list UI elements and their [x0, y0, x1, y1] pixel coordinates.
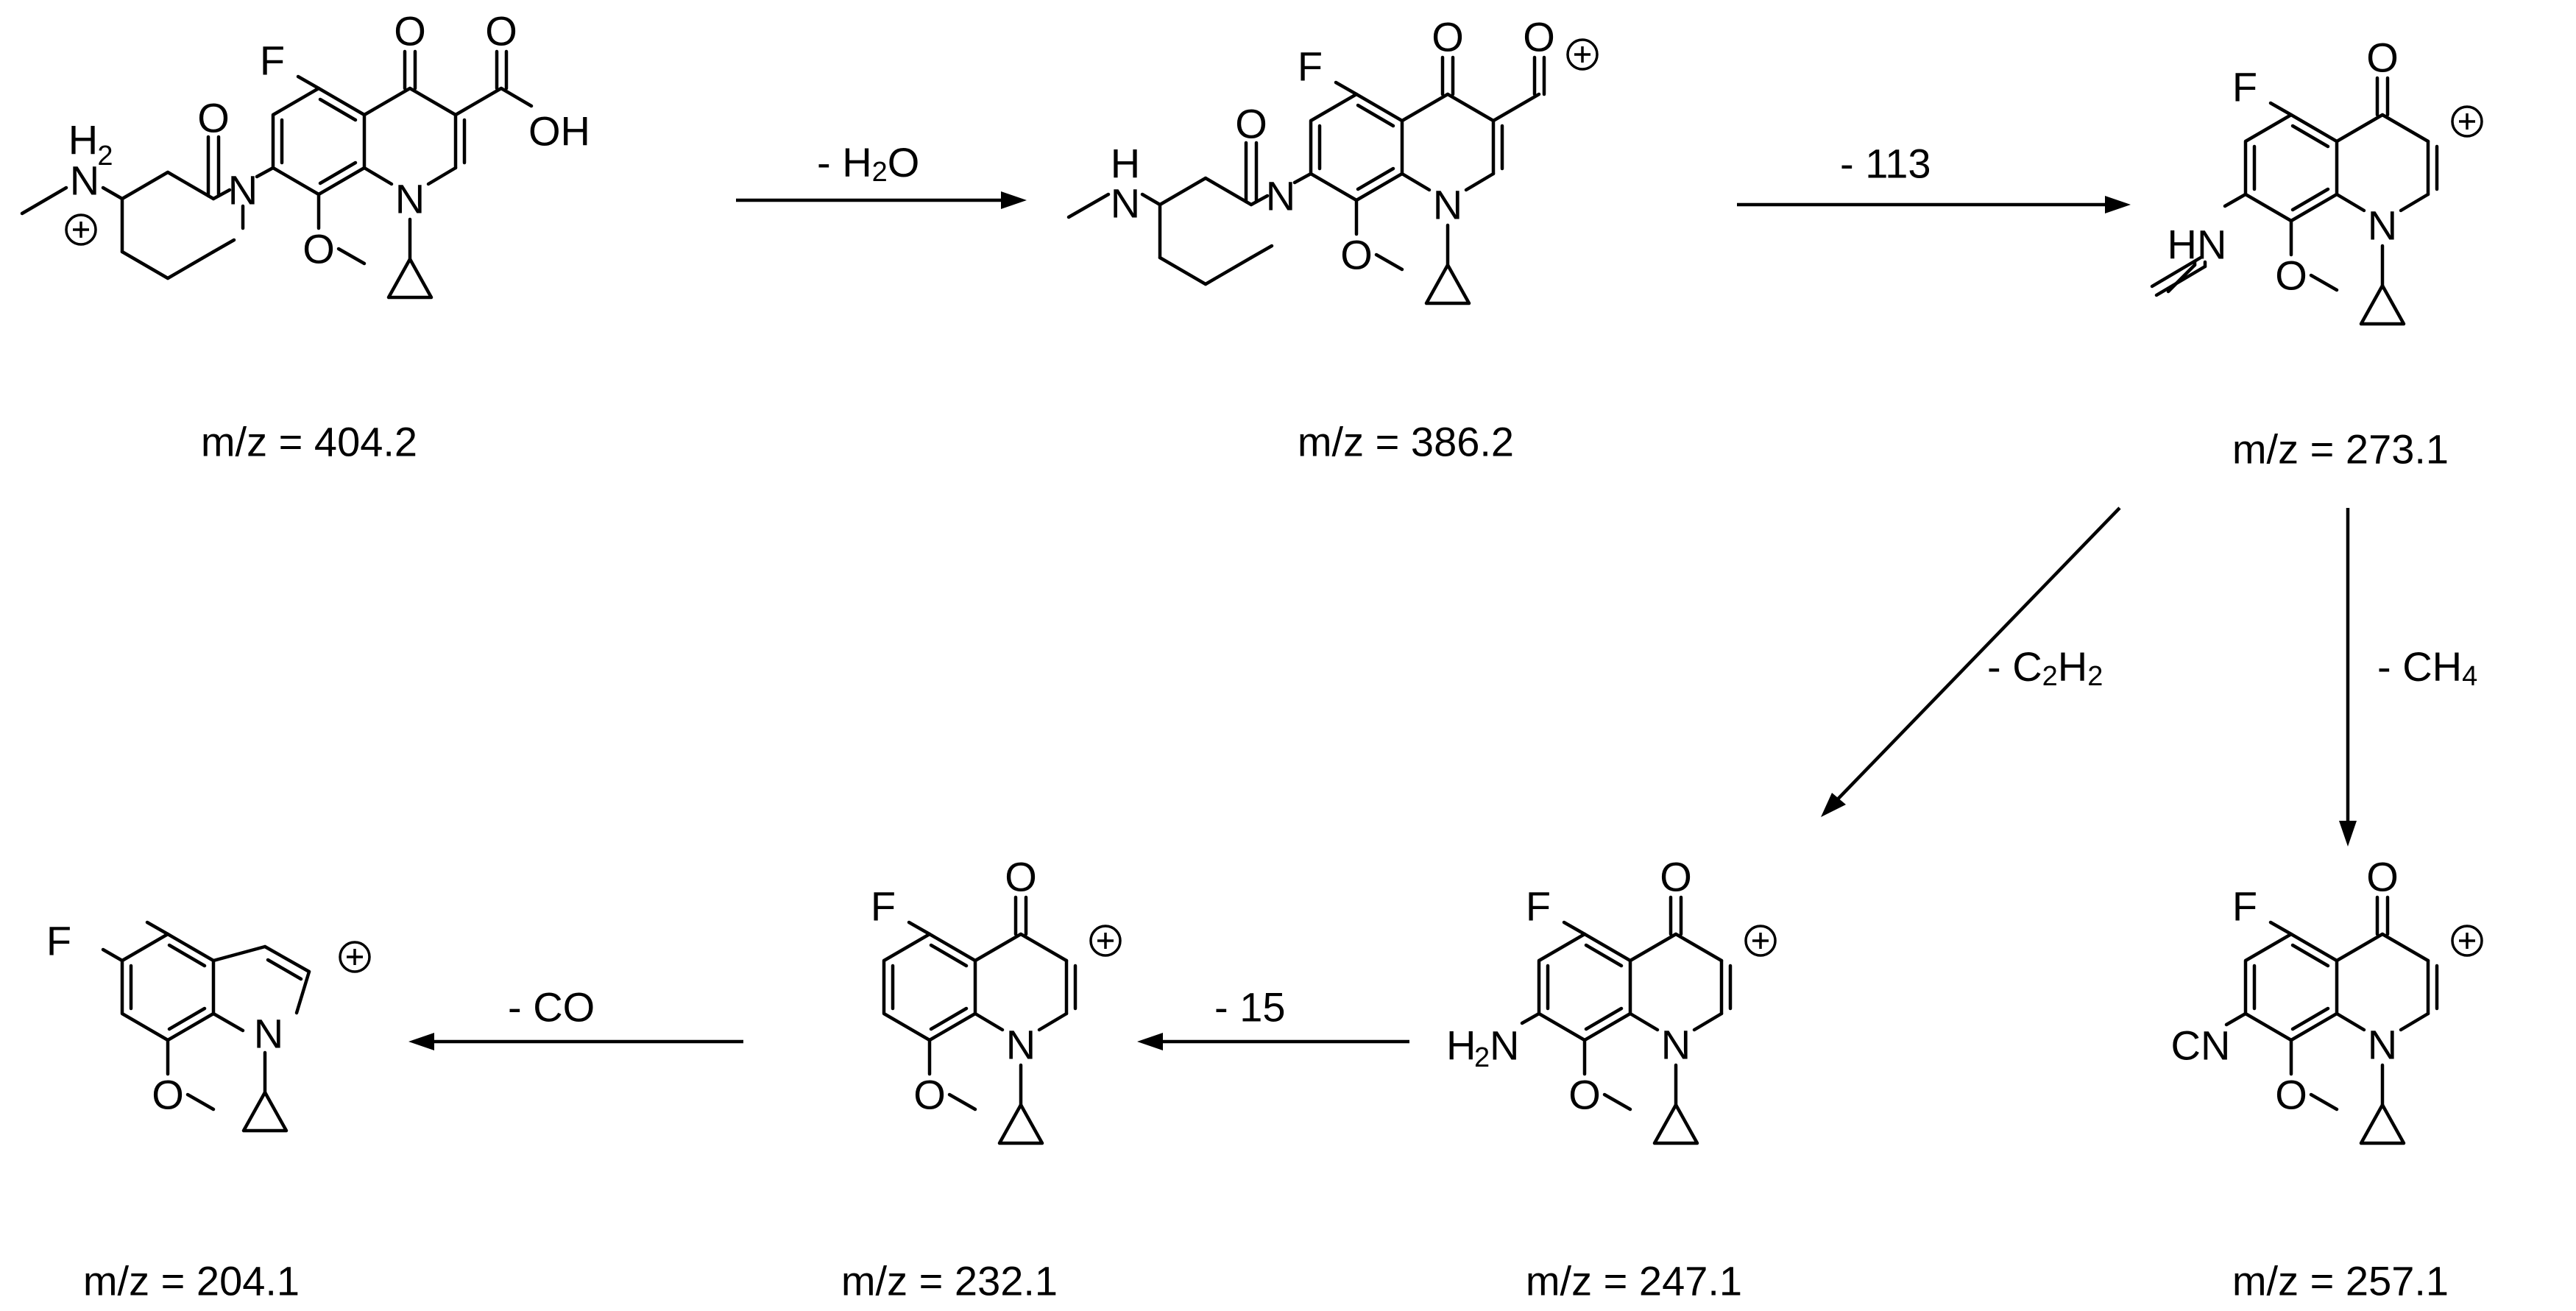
atom-F: F [2232, 64, 2257, 110]
arrow-386-to-273: - 113 [1737, 141, 2131, 213]
charge-plus-icon [65, 213, 97, 246]
mz-label: m/z = 273.1 [2232, 426, 2449, 473]
loss-label: - H2O [817, 139, 919, 188]
atom-N: N [70, 158, 99, 204]
loss-label: - 113 [1840, 141, 1931, 187]
atom-N: N [1111, 180, 1140, 227]
atom-F: F [260, 38, 285, 84]
atom-O: O [1235, 101, 1267, 147]
charge-plus-icon [2451, 105, 2483, 138]
subscript-2: 2 [1474, 1042, 1490, 1073]
atom-F: F [2232, 883, 2257, 930]
charge-plus-icon [1089, 925, 1122, 957]
compound-404: F O O OH N N O O N H 2 m/z = 404.2 [20, 8, 590, 465]
atom-N: N [395, 176, 425, 222]
atom-O: O [152, 1072, 184, 1118]
atom-N: N [2368, 202, 2397, 249]
compound-232: F O N O m/z = 232.1 [841, 854, 1122, 1304]
atom-N: N [2368, 1022, 2397, 1068]
charge-plus-icon [1566, 38, 1599, 71]
compound-257: F O CN N O m/z = 257.1 [2171, 854, 2483, 1304]
atom-F: F [46, 918, 71, 964]
compound-386: F O O N N O O H N m/z = 386.2 [1066, 14, 1599, 465]
atom-O: O [302, 226, 335, 272]
atom-F: F [1298, 43, 1323, 90]
atom-O: O [913, 1072, 946, 1118]
mz-label: m/z = 247.1 [1526, 1258, 1742, 1304]
compound-273: F O HN N O m/z = 273.1 [2150, 35, 2483, 473]
atom-F: F [871, 883, 896, 930]
loss-label: - C2H2 [1987, 643, 2103, 693]
atom-O: O [2366, 854, 2399, 900]
atom-N: N [254, 1011, 283, 1057]
atom-H: H [68, 117, 98, 163]
loss-label: - CO [508, 984, 595, 1031]
arrow-273-to-247: - C2H2 [1821, 506, 2121, 817]
atom-O: O [2366, 35, 2399, 81]
loss-label: - CH4 [2377, 643, 2477, 693]
atom-HN: HN [2168, 222, 2227, 268]
loss-label: - 15 [1214, 984, 1286, 1031]
atom-N: N [228, 167, 258, 213]
atom-OH: OH [528, 108, 590, 155]
mz-label: m/z = 386.2 [1298, 419, 1514, 465]
atom-O: O [1432, 14, 1464, 60]
atom-N: N [1661, 1022, 1691, 1068]
arrow-404-to-386: - H2O [736, 139, 1027, 209]
atom-O: O [1523, 14, 1555, 60]
arrow-247-to-232: - 15 [1137, 984, 1409, 1050]
charge-plus-icon [1744, 925, 1777, 957]
atom-O: O [197, 95, 230, 141]
atom-H: H [1111, 141, 1140, 187]
atom-CN: CN [2171, 1022, 2231, 1069]
mz-label: m/z = 204.1 [83, 1258, 300, 1304]
atom-F: F [1526, 883, 1551, 930]
compound-204: F N O m/z = 204.1 [46, 918, 371, 1304]
atom-O: O [2275, 252, 2307, 299]
atom-H: H [1446, 1022, 1476, 1069]
atom-O: O [485, 8, 517, 54]
atom-N: N [1490, 1022, 1519, 1069]
atom-O: O [2275, 1072, 2307, 1118]
atom-N: N [1266, 173, 1295, 219]
atom-O: O [1568, 1072, 1601, 1118]
atom-N: N [1006, 1022, 1036, 1068]
arrow-273-to-257: - CH4 [2339, 508, 2477, 847]
arrow-232-to-204: - CO [408, 984, 743, 1050]
atom-O: O [394, 8, 426, 54]
mz-label: m/z = 404.2 [201, 419, 417, 465]
charge-plus-icon [339, 941, 371, 973]
atom-N: N [1433, 182, 1462, 228]
atom-O: O [1005, 854, 1037, 900]
atom-O: O [1660, 854, 1692, 900]
charge-plus-icon [2451, 925, 2483, 957]
mz-label: m/z = 232.1 [841, 1258, 1058, 1304]
mz-label: m/z = 257.1 [2232, 1258, 2449, 1304]
compound-247: F O H 2 N N O m/z = 247.1 [1446, 854, 1777, 1304]
atom-O: O [1340, 232, 1373, 278]
subscript-2: 2 [97, 141, 113, 172]
